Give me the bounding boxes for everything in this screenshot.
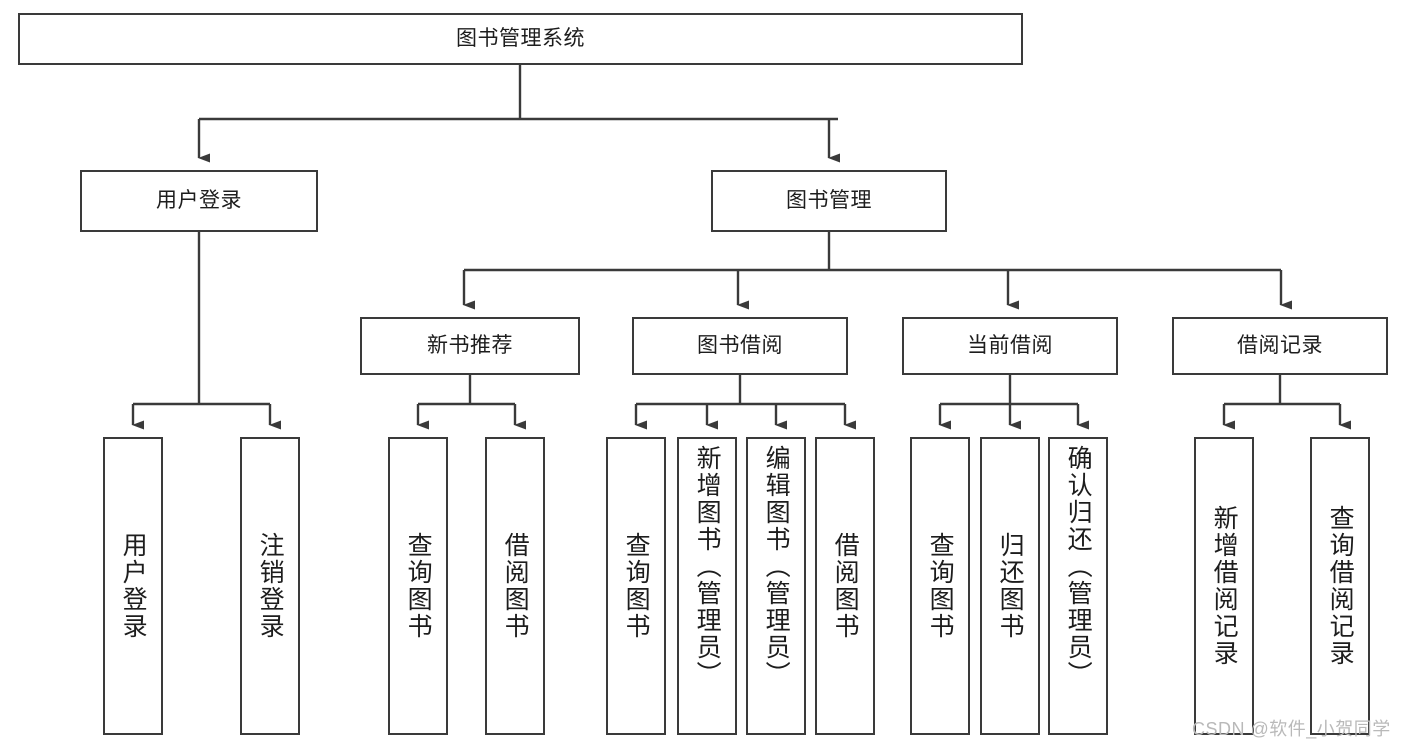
leaf-node-label: 注销登录 — [256, 532, 285, 640]
leaf-node-label: 借阅图书 — [501, 532, 530, 640]
leaf-node-label: 新增借阅记录 — [1210, 505, 1239, 667]
leaf-node-label: 查询借阅记录 — [1326, 505, 1355, 667]
leaf-node[interactable]: 借阅图书 — [485, 437, 545, 735]
leaf-node[interactable]: 编辑图书（管理员） — [746, 437, 806, 735]
leaf-node-label: 归还图书 — [996, 532, 1025, 640]
leaf-node-label: 查询图书 — [926, 532, 955, 640]
watermark-text: CSDN @软件_小贺同学 — [1192, 719, 1391, 739]
leaf-node[interactable]: 查询图书 — [910, 437, 970, 735]
leaf-node-label: 新增图书（管理员） — [693, 445, 722, 688]
node-book-management-label: 图书管理 — [786, 188, 872, 212]
node-root-label: 图书管理系统 — [456, 26, 585, 50]
leaf-node-label: 查询图书 — [404, 532, 433, 640]
leaf-node-label: 编辑图书（管理员） — [762, 445, 791, 688]
node-borrow-records[interactable]: 借阅记录 — [1172, 317, 1388, 375]
leaf-node-label: 借阅图书 — [831, 532, 860, 640]
leaf-node[interactable]: 确认归还（管理员） — [1048, 437, 1108, 735]
node-root[interactable]: 图书管理系统 — [18, 13, 1023, 65]
leaf-node-label: 确认归还（管理员） — [1064, 445, 1093, 688]
leaf-node[interactable]: 新增图书（管理员） — [677, 437, 737, 735]
node-new-book-recommendation[interactable]: 新书推荐 — [360, 317, 580, 375]
node-new-book-recommendation-label: 新书推荐 — [427, 333, 513, 357]
node-user-login-label: 用户登录 — [156, 188, 242, 212]
leaf-node[interactable]: 借阅图书 — [815, 437, 875, 735]
leaf-node[interactable]: 查询借阅记录 — [1310, 437, 1370, 735]
node-borrow-records-label: 借阅记录 — [1237, 333, 1323, 357]
node-current-borrowing-label: 当前借阅 — [967, 333, 1053, 357]
node-book-borrowing[interactable]: 图书借阅 — [632, 317, 848, 375]
node-book-borrowing-label: 图书借阅 — [697, 333, 783, 357]
leaf-node[interactable]: 用户登录 — [103, 437, 163, 735]
leaf-node[interactable]: 新增借阅记录 — [1194, 437, 1254, 735]
leaf-node[interactable]: 归还图书 — [980, 437, 1040, 735]
leaf-node-label: 用户登录 — [119, 532, 148, 640]
leaf-node-label: 查询图书 — [622, 532, 651, 640]
node-user-login[interactable]: 用户登录 — [80, 170, 318, 232]
node-current-borrowing[interactable]: 当前借阅 — [902, 317, 1118, 375]
leaf-node[interactable]: 查询图书 — [388, 437, 448, 735]
leaf-node[interactable]: 注销登录 — [240, 437, 300, 735]
leaf-node[interactable]: 查询图书 — [606, 437, 666, 735]
node-book-management[interactable]: 图书管理 — [711, 170, 947, 232]
